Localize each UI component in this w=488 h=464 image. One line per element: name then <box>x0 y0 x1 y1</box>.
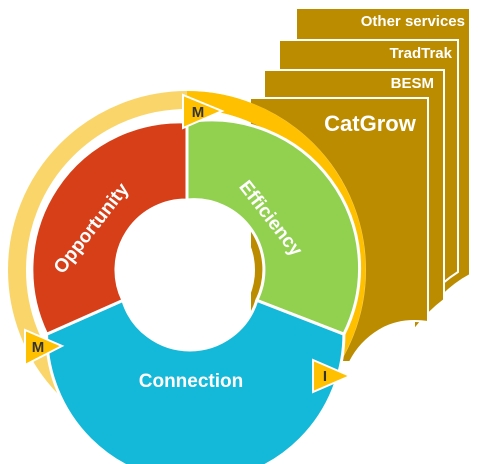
segment-opportunity <box>30 120 189 337</box>
segment-efficiency <box>185 118 362 337</box>
badge-left-m: M <box>24 328 65 367</box>
badge-right-i: I <box>312 358 353 394</box>
service-label-tradtrak: TradTrak <box>389 45 452 62</box>
center-hole <box>119 202 255 338</box>
service-label-besm: BESM <box>391 75 434 92</box>
badge-label-left-m: M <box>32 339 45 356</box>
badge-label-top-m: M <box>192 104 205 121</box>
badge-top-m: M <box>182 93 225 130</box>
segment-label-connection: Connection <box>139 371 244 392</box>
service-label-catgrow: CatGrow <box>324 111 417 136</box>
service-label-other-services: Other services <box>361 13 465 30</box>
segment-connection <box>45 298 346 464</box>
cycle-segments <box>30 118 362 464</box>
badge-label-right-i: I <box>323 368 327 385</box>
